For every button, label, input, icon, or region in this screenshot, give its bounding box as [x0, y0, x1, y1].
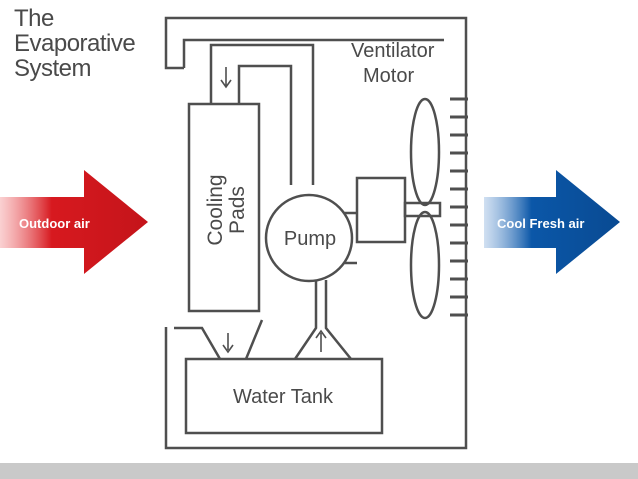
title-line-2: Evaporative: [14, 30, 136, 57]
cooling-pads-label-line-2: Pads: [226, 186, 249, 234]
title-line-1: The: [14, 5, 54, 32]
pump-label: Pump: [284, 228, 336, 250]
housing-inner-wall: [182, 38, 444, 68]
diagram-title: The Evaporative System: [14, 5, 136, 82]
tank-funnel-left: [174, 319, 264, 360]
fan-blade-top: [409, 97, 441, 207]
water-tank-label: Water Tank: [233, 386, 334, 408]
pump-connector-tube: [344, 211, 357, 265]
footer-bar: [0, 463, 638, 479]
ventilator-label-line-1: Ventilator: [351, 40, 435, 62]
outdoor-air-label: Outdoor air: [19, 216, 90, 231]
outdoor-air-arrow: [0, 170, 148, 274]
housing-outer-wall: [164, 16, 468, 327]
title-line-3: System: [14, 55, 92, 82]
water-tank-block: [184, 357, 384, 435]
tank-funnel-right: [293, 280, 352, 360]
ventilator-motor-block: [355, 176, 407, 244]
duct-pipe-right: [237, 64, 293, 185]
cool-fresh-air-label: Cool Fresh air: [497, 216, 584, 231]
housing-lower-wall: [164, 327, 468, 450]
fan-blade-bottom: [409, 210, 441, 320]
flow-arrow-up-pump: [315, 329, 327, 352]
ventilator-label-line-2: Motor: [363, 65, 414, 87]
exhaust-grille: [450, 97, 468, 317]
duct-pipe-left: [209, 43, 315, 185]
cooling-pads-block: [187, 102, 261, 313]
flow-arrow-down-bottom: [222, 333, 234, 354]
cooling-pads-label-line-1: Cooling: [204, 174, 227, 245]
flow-arrow-down-top: [220, 67, 232, 89]
cool-fresh-air-arrow: [484, 170, 620, 274]
pump-body: [264, 193, 354, 283]
